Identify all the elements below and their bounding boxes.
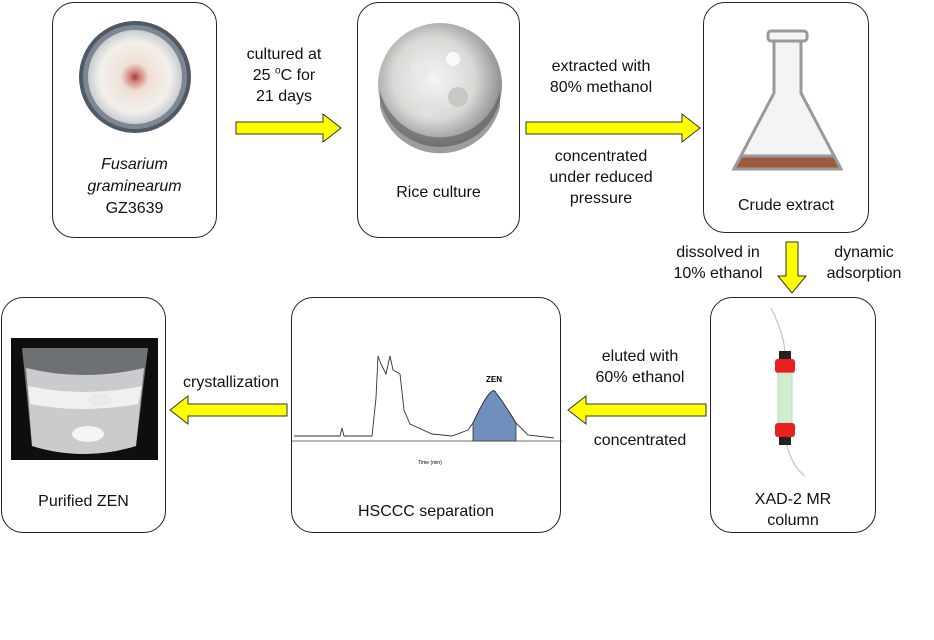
zen-peak-label: ZEN <box>486 375 502 384</box>
label-elute-line1: eluted with <box>601 348 679 365</box>
arrow-crystal <box>169 394 288 426</box>
label-dissolve-line1: dissolved in <box>676 244 760 261</box>
arrow-elute <box>567 394 707 426</box>
label-extract-line1: extracted with <box>551 58 651 75</box>
fungus-strain: GZ3639 <box>105 200 164 217</box>
fungus-genus: Fusarium <box>101 156 168 173</box>
label-adsorb-line1: dynamic <box>834 244 894 261</box>
label-culture: cultured at 25 oC for 21 days <box>232 44 336 107</box>
flask-image <box>731 29 844 171</box>
hsccc-caption: HSCCC separation <box>357 503 495 520</box>
label-adsorb: dynamic adsorption <box>812 242 916 284</box>
column-image <box>770 307 806 477</box>
arrow-adsorb <box>776 241 808 294</box>
crude-extract-caption: Crude extract <box>737 197 835 214</box>
purified-zen-caption: Purified ZEN <box>38 493 129 510</box>
label-crystal-line1: crystallization <box>182 374 280 391</box>
arrow-culture <box>235 112 342 144</box>
label-extract: extracted with 80% methanol <box>530 56 672 98</box>
label-adsorb-line2: adsorption <box>826 265 902 282</box>
label-culture-line2: 25 oC for <box>252 65 316 84</box>
column-box: XAD-2 MR column <box>710 297 876 533</box>
hsccc-box: ZEN Time (min) HSCCC separation <box>291 297 562 533</box>
label-extract-line2: 80% methanol <box>549 79 653 96</box>
degree-sign: o <box>275 65 281 77</box>
chromatogram-trace <box>294 355 555 439</box>
rice-culture-caption: Rice culture <box>396 184 481 201</box>
crude-extract-box: Crude extract <box>703 2 869 233</box>
label-concentrate2: concentrated <box>584 430 696 451</box>
column-caption-line2: column <box>767 512 819 529</box>
label-dissolve: dissolved in 10% ethanol <box>662 242 774 284</box>
label-concentrate2-line1: concentrated <box>593 432 687 449</box>
label-concentrate-line1: concentrated <box>554 148 648 165</box>
rice-culture-image <box>378 23 502 154</box>
label-elute-line2: 60% ethanol <box>595 369 685 386</box>
label-concentrate-line2: under reduced <box>549 169 653 186</box>
chromatogram: ZEN Time (min) <box>292 355 562 466</box>
rice-culture-box: Rice culture <box>357 2 520 238</box>
crystal-photo <box>11 338 158 460</box>
label-dissolve-line2: 10% ethanol <box>673 265 763 282</box>
fungus-species: graminearum <box>87 178 182 195</box>
label-culture-line3: 21 days <box>255 88 313 105</box>
label-culture-line1: cultured at <box>246 46 322 63</box>
label-concentrate-line3: pressure <box>569 190 633 207</box>
arrow-extract <box>525 112 701 144</box>
time-axis-label: Time (min) <box>418 460 442 466</box>
purified-zen-box: Purified ZEN <box>1 297 166 533</box>
petri-dish-image <box>79 21 191 133</box>
column-caption-line1: XAD-2 MR <box>754 491 832 508</box>
label-concentrate: concentrated under reduced pressure <box>530 146 672 209</box>
fungus-box: Fusarium graminearum GZ3639 <box>52 2 217 238</box>
label-crystal: crystallization <box>172 372 290 393</box>
label-elute: eluted with 60% ethanol <box>584 346 696 388</box>
